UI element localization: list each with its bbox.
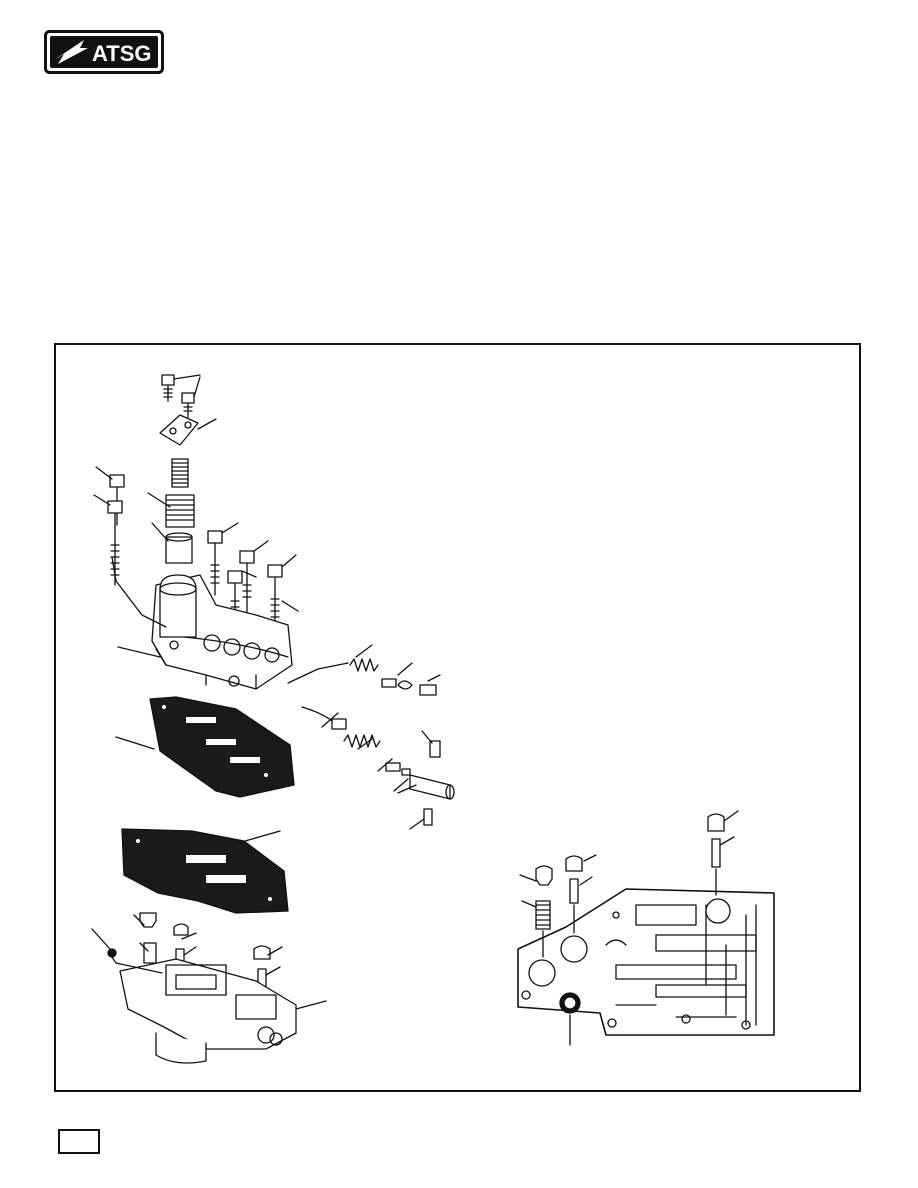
lower-spring-right (343, 734, 381, 748)
upper-valve-body (151, 574, 293, 690)
valve-body-exploded-figure (54, 343, 861, 1092)
long-bolt-1 (109, 474, 125, 526)
top-bolt-right (181, 392, 195, 418)
lower-valve-body (119, 958, 297, 1064)
detail-valve-body (517, 888, 775, 1036)
spring-small (171, 458, 189, 488)
upper-spring-right (349, 658, 379, 672)
bolt-a (207, 530, 223, 596)
separator-plate (121, 828, 289, 914)
spring-large (165, 494, 195, 528)
upper-gasket (149, 696, 295, 798)
bolt-b (239, 550, 255, 616)
atsg-logo: ATSG (44, 30, 164, 74)
detail-parts (519, 810, 739, 1046)
page-number-box (58, 1129, 100, 1154)
figure-drawing (91, 374, 775, 1064)
lower-small-parts (91, 912, 283, 992)
logo-text: ATSG (92, 41, 151, 66)
top-bolt-left (161, 374, 175, 402)
